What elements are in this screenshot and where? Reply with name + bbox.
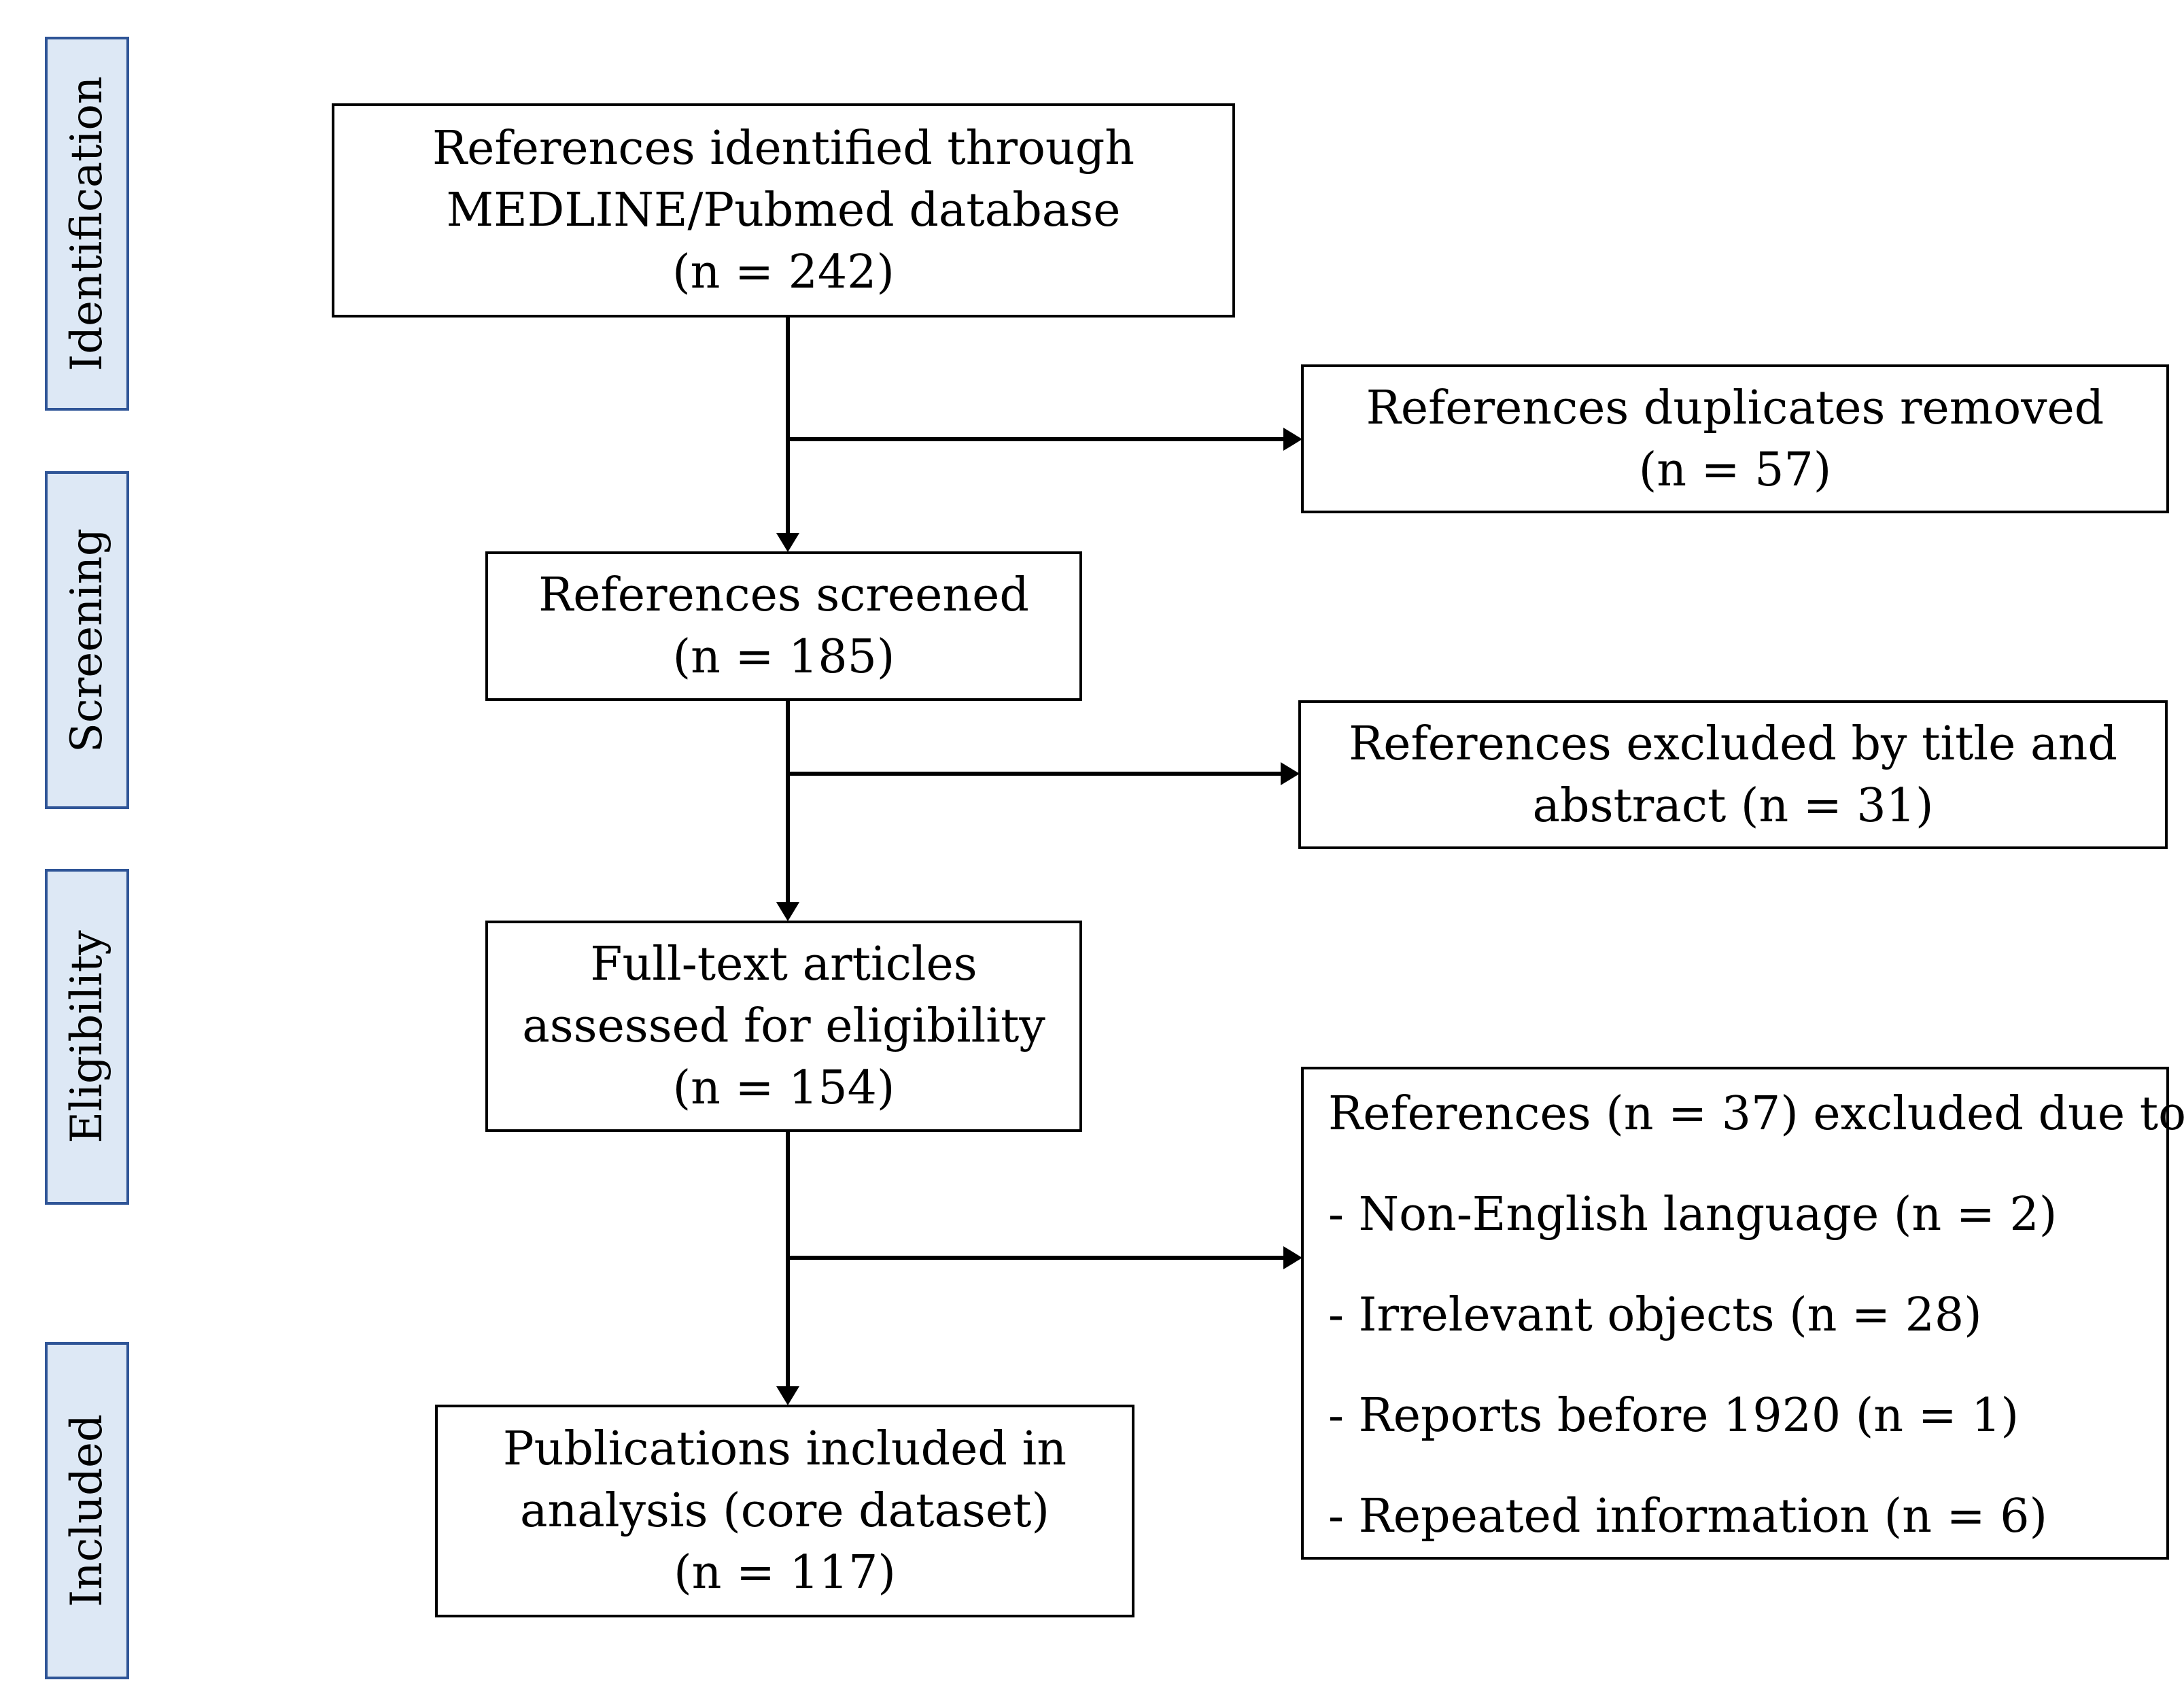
arrowhead-right — [1281, 762, 1300, 785]
box-line: assessed for eligibility — [522, 999, 1045, 1053]
box-line: (n = 57) — [1638, 443, 1832, 497]
arrowhead-right — [1283, 1246, 1302, 1269]
stage-label-included: Included — [45, 1342, 129, 1679]
excluded-reason-item: - Non-English language (n = 2) — [1328, 1188, 2058, 1241]
box-line: abstract (n = 31) — [1532, 778, 1934, 833]
box-line: (n = 185) — [672, 630, 895, 684]
box-line: (n = 117) — [674, 1546, 896, 1600]
box-excluded-title-abstract: References excluded by title and abstrac… — [1298, 700, 2168, 849]
box-fulltext-assessed: Full-text articles assessed for eligibil… — [485, 921, 1082, 1132]
arrowhead-down — [776, 533, 799, 552]
stage-label-identification: Identification — [45, 37, 129, 411]
box-line: References excluded by title and — [1349, 717, 2117, 771]
arrowhead-down — [776, 902, 799, 921]
excluded-reason-item: - Repeated information (n = 6) — [1328, 1490, 2047, 1543]
box-line: (n = 154) — [672, 1061, 895, 1115]
stage-label-eligibility: Eligibility — [45, 869, 129, 1205]
box-line: analysis (core dataset) — [519, 1484, 1050, 1538]
box-line: References identified through — [432, 122, 1135, 175]
box-duplicates-removed: References duplicates removed (n = 57) — [1301, 364, 2169, 513]
box-publications-included: Publications included in analysis (core … — [435, 1405, 1134, 1617]
stage-label-screening: Screening — [45, 471, 129, 809]
arrowhead-down — [776, 1386, 799, 1405]
box-line: Publications included in — [502, 1422, 1067, 1476]
box-references-screened: References screened (n = 185) — [485, 551, 1082, 701]
box-line: MEDLINE/Pubmed database — [446, 184, 1121, 237]
box-excluded-reasons: References (n = 37) excluded due to: - N… — [1301, 1067, 2184, 1560]
box-line: Full-text articles — [590, 938, 977, 991]
box-line: (n = 242) — [672, 245, 895, 299]
excluded-reason-item: - Irrelevant objects (n = 28) — [1328, 1288, 1982, 1342]
box-references-identified: References identified through MEDLINE/Pu… — [332, 103, 1235, 318]
box-line: References duplicates removed — [1366, 381, 2104, 435]
box-line: References screened — [538, 568, 1029, 622]
arrowhead-right — [1283, 428, 1302, 451]
excluded-reasons-heading: References (n = 37) excluded due to: — [1328, 1087, 2184, 1141]
excluded-reason-item: - Reports before 1920 (n = 1) — [1328, 1389, 2020, 1443]
